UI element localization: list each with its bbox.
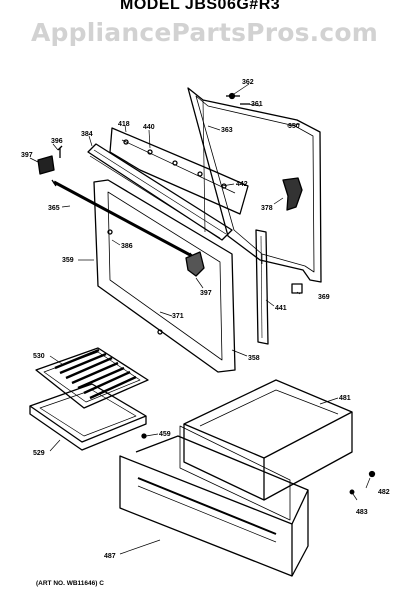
part-callouts: 362 361 350 363 418 440 384 396 397 442 …: [21, 79, 390, 560]
part-label-384: 384: [81, 131, 93, 138]
part-label-459: 459: [159, 431, 171, 438]
art-number: (ART NO. WB11646) C: [36, 580, 104, 587]
part-label-442: 442: [236, 181, 248, 188]
part-label-441: 441: [275, 305, 287, 312]
broiler-pan-rack: [35, 347, 149, 409]
part-label-362: 362: [242, 79, 254, 86]
part-label-530: 530: [33, 353, 45, 360]
part-label-482: 482: [378, 489, 390, 496]
broiler-pan: [29, 383, 147, 451]
watermark: AppliancePartsPros.com: [30, 18, 379, 47]
part-label-483: 483: [356, 509, 368, 516]
part-label-481: 481: [339, 395, 351, 402]
part-label-378: 378: [261, 205, 273, 212]
door-screws: [226, 92, 250, 105]
part-label-396: 396: [51, 138, 63, 145]
part-label-359: 359: [62, 257, 74, 264]
door-inner-trim: [87, 143, 233, 241]
door-handle-bracket: [282, 177, 303, 211]
part-label-397b: 397: [200, 290, 212, 297]
part-label-365: 365: [48, 205, 60, 212]
part-label-418: 418: [118, 121, 130, 128]
part-label-350: 350: [288, 123, 300, 130]
door-spring: [291, 283, 303, 294]
door-hinge-rail: [109, 127, 249, 215]
storage-drawer-front: [119, 435, 309, 577]
part-label-363: 363: [221, 127, 233, 134]
part-label-358: 358: [248, 355, 260, 362]
part-label-487: 487: [104, 553, 116, 560]
door-side-bracket: [255, 229, 269, 345]
part-label-369: 369: [318, 294, 330, 301]
model-title: MODEL JBS06G#R3: [120, 0, 281, 13]
drawer-screws: [141, 433, 376, 495]
part-label-361: 361: [251, 101, 263, 108]
part-label-529: 529: [33, 450, 45, 457]
drawer-inner-panel: [179, 425, 291, 521]
part-label-397: 397: [21, 152, 33, 159]
door-clips: [37, 145, 205, 277]
door-inner-frame: [93, 179, 236, 373]
part-label-440: 440: [143, 124, 155, 131]
part-label-386: 386: [121, 243, 133, 250]
door-outer-panel: [187, 87, 322, 283]
leader-lines: [29, 83, 371, 555]
part-label-371: 371: [172, 313, 184, 320]
